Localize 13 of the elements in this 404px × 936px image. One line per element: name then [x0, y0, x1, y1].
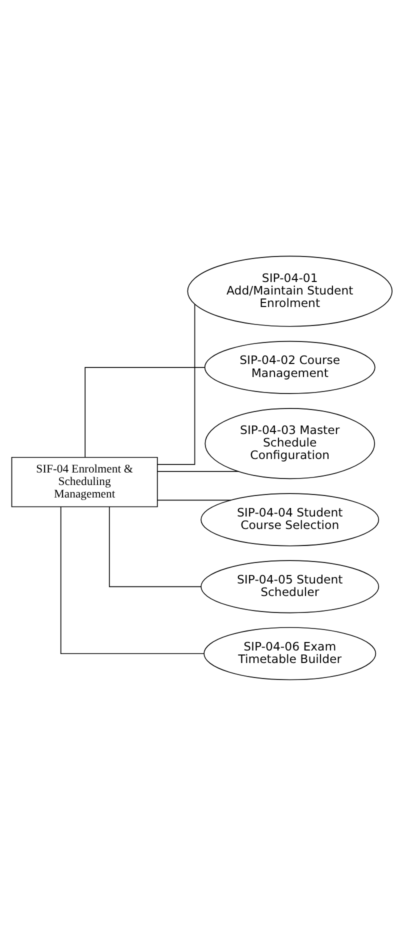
connector: [157, 500, 232, 501]
connector: [157, 304, 196, 465]
connector: [60, 506, 204, 654]
connector: [84, 367, 205, 458]
node-ellipse: SIP-04-06 Exam Timetable Builder: [204, 627, 376, 680]
node-ellipse: SIP-04-01 Add/Maintain Student Enrolment: [187, 256, 393, 327]
node-ellipse: SIP-04-05 Student Scheduler: [200, 560, 380, 614]
node-ellipse: SIP-04-02 Course Management: [204, 340, 376, 394]
node-box: SIF-04 Enrolment & Scheduling Management: [11, 456, 158, 508]
connector: [108, 506, 202, 588]
node-ellipse: SIP-04-04 Student Course Selection: [200, 493, 380, 546]
node-ellipse: SIP-04-03 Master Schedule Configuration: [204, 408, 375, 480]
connector: [157, 471, 240, 472]
